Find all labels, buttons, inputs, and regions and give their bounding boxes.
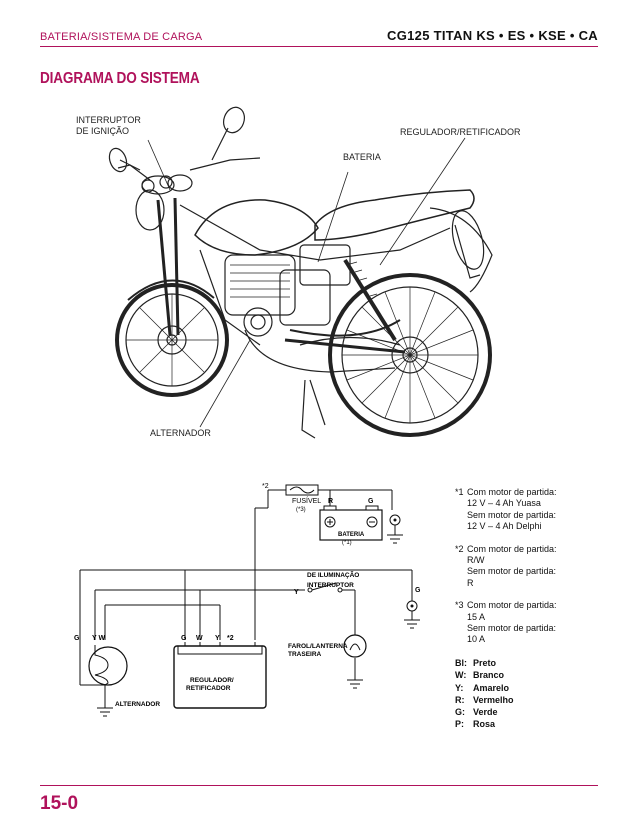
reg-star2-label: *2	[227, 635, 234, 642]
lamp-line2: TRASEIRA	[288, 651, 322, 658]
alt-yw-label: Y W	[92, 635, 105, 642]
y-label: Y	[294, 589, 299, 596]
legend-item: R: Vermelho	[455, 694, 514, 706]
wire-color-legend: Bl: Preto W: Branco Y: Amarelo R: Vermelho G…	[455, 657, 514, 731]
spec-notes: *1 Com motor de partida: 12 V – 4 Ah Yua…	[455, 487, 615, 657]
schematic-star2: *2	[262, 483, 269, 490]
wiring-schematic: FUSÍVEL (*3) *2 R G BATERIA (*1) G	[74, 483, 421, 717]
callout-battery: BATERIA	[343, 152, 381, 162]
section-title: DIAGRAMA DO SISTEMA	[40, 70, 200, 87]
note-3-line3: Sem motor de partida:	[467, 623, 557, 634]
callout-ignition-switch: INTERRUPTOR DE IGNIÇÃO	[76, 115, 141, 137]
alternator-ground-icon	[97, 707, 113, 717]
legend-item: Bl: Preto	[455, 657, 514, 669]
note-1-line2: 12 V – 4 Ah Yuasa	[467, 498, 541, 509]
regulator-box	[173, 642, 267, 709]
header-divider	[40, 46, 598, 47]
alternator-schematic-label: ALTERNADOR	[115, 701, 160, 708]
note-1-line3: Sem motor de partida:	[467, 509, 557, 520]
battery-note: (*1)	[342, 540, 352, 546]
callout-alternator: ALTERNADOR	[150, 428, 211, 438]
note-3-mark: *3	[455, 600, 464, 611]
right-g-label: G	[415, 587, 421, 594]
legend-item: G: Verde	[455, 706, 514, 718]
note-2: *2 Com motor de partida: R/W Sem motor d…	[455, 544, 615, 590]
fuse-icon	[285, 484, 319, 496]
battery-icon	[319, 505, 383, 541]
note-1-line1: Com motor de partida:	[467, 487, 557, 497]
legend-item: W: Branco	[455, 669, 514, 681]
reg-y-label: Y	[215, 635, 220, 642]
reg-line2: RETIFICADOR	[186, 685, 231, 692]
fuse-label: FUSÍVEL	[292, 496, 321, 505]
legend-code: P:	[455, 719, 464, 730]
legend-code: Y:	[455, 682, 464, 693]
lamp-icon	[343, 634, 367, 658]
callout-leaders	[147, 137, 466, 428]
legend-name: Preto	[473, 658, 497, 668]
legend-code: G:	[455, 707, 465, 718]
callout-ignition-line2: DE IGNIÇÃO	[76, 126, 130, 136]
lamp-line1: FAROL/LANTERNA	[288, 643, 348, 650]
legend-name: Vermelho	[473, 694, 514, 705]
footer-divider	[40, 785, 598, 786]
fuse-note: (*3)	[296, 507, 306, 513]
note-2-line2: R/W	[467, 555, 485, 566]
note-1: *1 Com motor de partida: 12 V – 4 Ah Yua…	[455, 487, 615, 533]
coil-icon	[80, 645, 128, 686]
alt-g-label: G	[74, 635, 80, 642]
reg-g-label: G	[181, 635, 187, 642]
header-section-label: BATERIA/SISTEMA DE CARGA	[40, 31, 203, 43]
note-2-line4: R	[467, 577, 474, 588]
light-switch-line1: INTERRUPTOR	[307, 582, 354, 589]
page-number: 15-0	[40, 793, 79, 814]
callout-ignition-line1: INTERRUPTOR	[76, 115, 141, 125]
legend-item: Y: Amarelo	[455, 682, 514, 694]
note-3-line2: 15 A	[467, 611, 486, 622]
right-ground-connector-icon	[404, 580, 420, 629]
note-1-mark: *1	[455, 487, 464, 497]
note-2-line1: Com motor de partida:	[467, 543, 557, 554]
battery-label: BATERIA	[338, 532, 365, 538]
note-1-line4: 12 V – 4 Ah Delphi	[467, 521, 542, 532]
schematic-r-label: R	[328, 498, 333, 505]
note-2-mark: *2	[455, 543, 464, 554]
legend-code: W:	[455, 670, 467, 681]
legend-item: P: Rosa	[455, 718, 514, 730]
note-3: *3 Com motor de partida: 15 A Sem motor …	[455, 600, 615, 646]
schematic-g-label: G	[368, 498, 374, 505]
note-2-line3: Sem motor de partida:	[467, 566, 557, 577]
legend-code: Bl:	[455, 658, 467, 668]
motorcycle-illustration	[108, 106, 493, 439]
legend-name: Amarelo	[473, 682, 510, 693]
legend-name: Branco	[473, 670, 505, 681]
legend-name: Verde	[473, 707, 498, 718]
callout-regulator: REGULADOR/RETIFICADOR	[400, 127, 521, 137]
lamp-ground-icon	[347, 679, 363, 689]
light-switch-line2: DE ILUMINAÇÃO	[307, 570, 359, 579]
note-3-line1: Com motor de partida:	[467, 600, 557, 611]
reg-w-label: W	[196, 635, 203, 642]
header-model-title: CG125 TITAN KS • ES • KSE • CA	[387, 28, 598, 43]
legend-name: Rosa	[473, 719, 496, 730]
legend-code: R:	[455, 694, 465, 705]
connector-icon	[387, 514, 403, 544]
reg-line1: REGULADOR/	[190, 677, 234, 684]
note-3-line4: 10 A	[467, 634, 486, 645]
switch-icon	[307, 582, 343, 593]
